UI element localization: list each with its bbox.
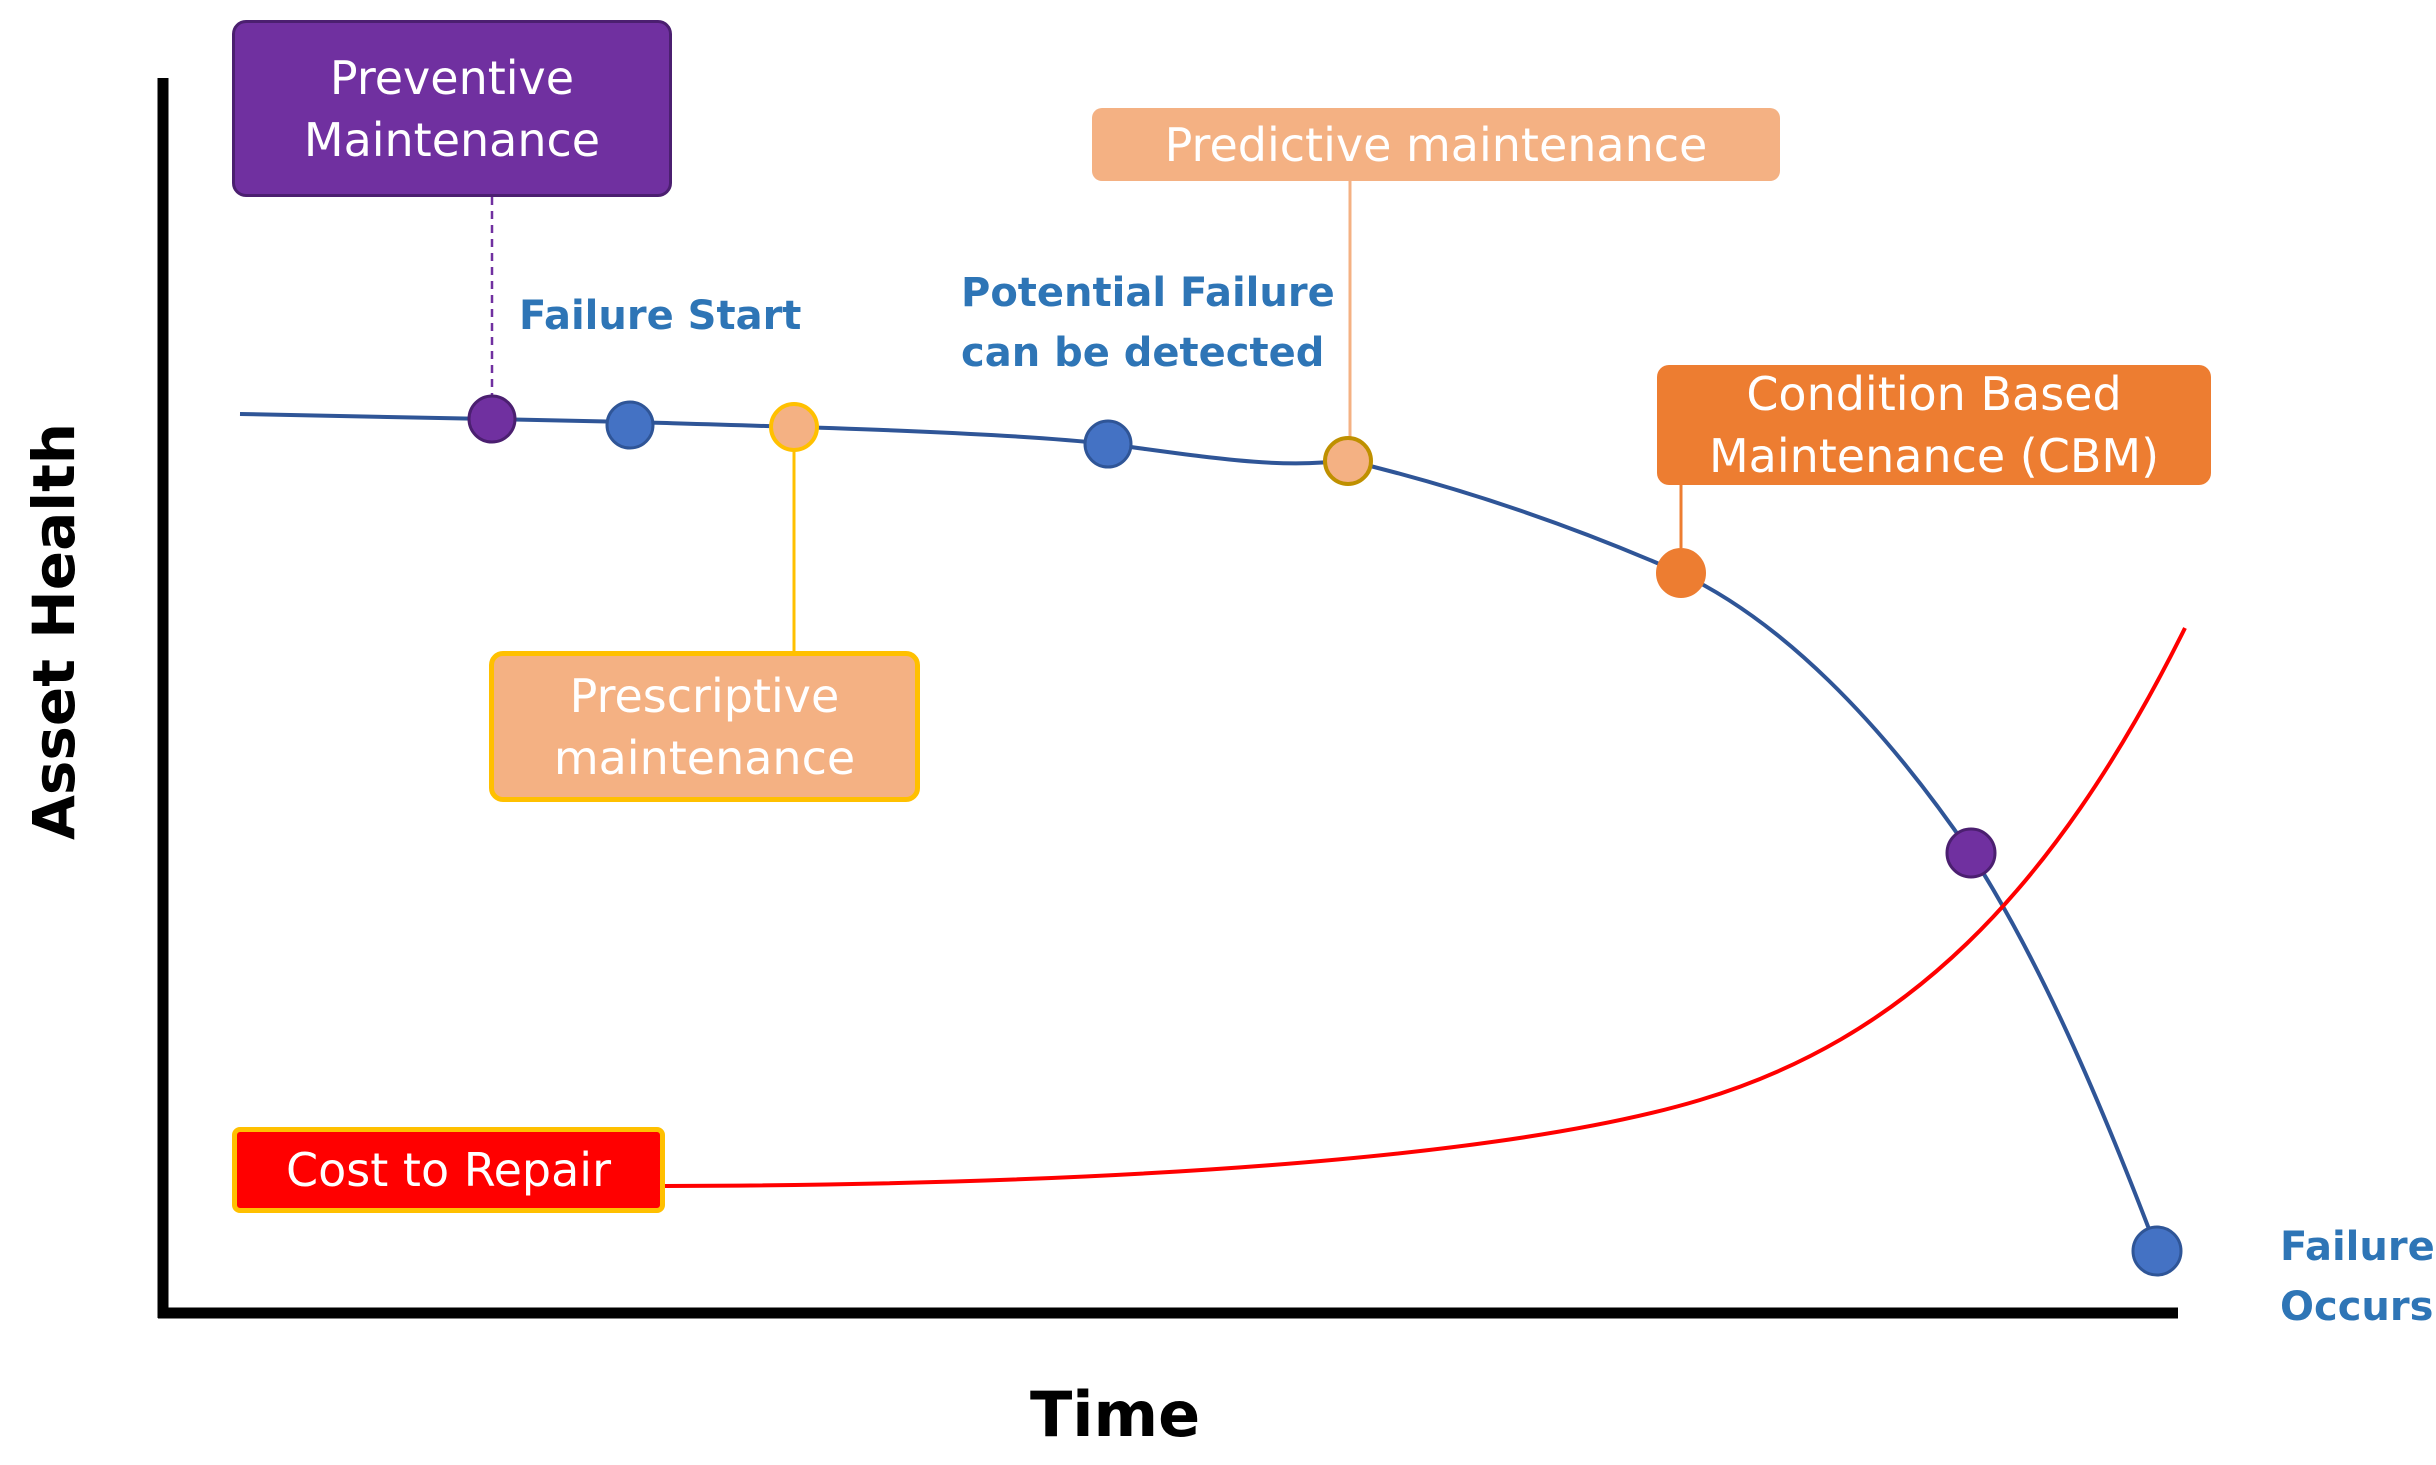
prescriptive-point xyxy=(769,402,819,452)
potential-failure-line-1: Potential Failure xyxy=(961,270,1335,316)
failure-start-point xyxy=(605,400,655,450)
cost-to-repair-curve xyxy=(664,627,2187,1188)
x-axis-label: Time xyxy=(1030,1378,1201,1451)
prescriptive-line-2: maintenance xyxy=(553,730,856,785)
intersection-point xyxy=(1945,827,1997,879)
predictive-point xyxy=(1323,436,1373,486)
preventive-line-2: Maintenance xyxy=(303,112,601,167)
condition-based-maintenance-box: Condition Based Maintenance (CBM) xyxy=(1657,365,2211,485)
y-axis-label: Asset Health xyxy=(20,422,88,840)
preventive-point xyxy=(467,394,517,444)
potential-failure-label: Potential Failure can be detected xyxy=(961,263,1335,383)
failure-occurs-line-2: Occurs xyxy=(2280,1284,2434,1330)
preventive-maintenance-box: Preventive Maintenance xyxy=(232,20,672,197)
prescriptive-maintenance-box: Prescriptive maintenance xyxy=(489,651,920,802)
failure-occurs-line-1: Failure xyxy=(2280,1224,2435,1270)
failure-occurs-label: Failure Occurs xyxy=(2280,1217,2435,1337)
cost-to-repair-box: Cost to Repair xyxy=(232,1127,665,1213)
predictive-maintenance-box: Predictive maintenance xyxy=(1092,108,1780,181)
failure-start-text: Failure Start xyxy=(519,293,802,339)
condition-line-2: Maintenance (CBM) xyxy=(1708,429,2160,483)
cost-label: Cost to Repair xyxy=(286,1143,611,1197)
potential-failure-line-2: can be detected xyxy=(961,330,1325,376)
potential-failure-point xyxy=(1083,419,1133,469)
predictive-label: Predictive maintenance xyxy=(1164,117,1708,172)
failure-start-label: Failure Start xyxy=(519,286,801,346)
prescriptive-line-1: Prescriptive xyxy=(569,668,840,723)
asset-health-curve xyxy=(239,412,2159,1251)
condition-point xyxy=(1656,548,1706,598)
failure-occurs-point xyxy=(2131,1225,2183,1277)
preventive-line-1: Preventive xyxy=(329,50,575,105)
condition-line-1: Condition Based xyxy=(1746,367,2122,421)
